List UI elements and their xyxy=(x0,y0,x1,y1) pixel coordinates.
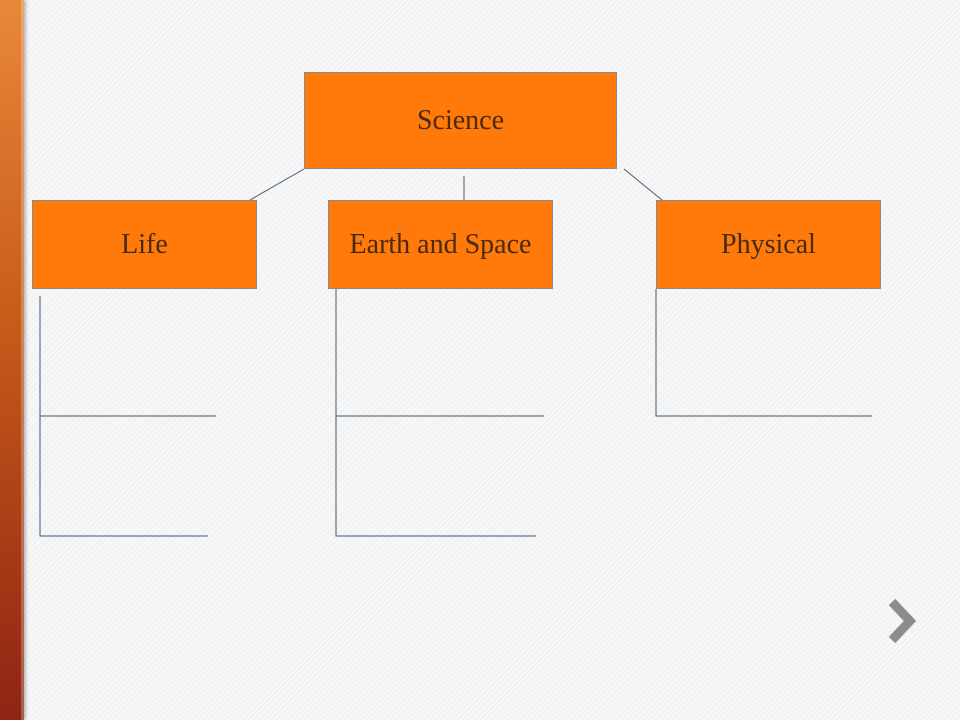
connector-root-life xyxy=(249,168,305,201)
physical-subtree-branch xyxy=(655,289,872,417)
node-science-label: Science xyxy=(416,104,505,136)
node-life-label: Life xyxy=(121,228,168,260)
node-physical-label: Physical xyxy=(721,228,816,260)
node-earth-and-space-label: Earth and Space xyxy=(349,228,532,260)
node-earth-and-space: Earth and Space xyxy=(328,200,553,289)
node-physical: Physical xyxy=(656,200,881,289)
connector-root-physical xyxy=(623,168,663,201)
chevron-right-icon[interactable] xyxy=(884,596,924,646)
node-science: Science xyxy=(304,72,617,169)
accent-side-bar xyxy=(0,0,24,720)
earth-subtree-branch xyxy=(335,289,536,537)
node-life: Life xyxy=(32,200,257,289)
life-subtree-branch xyxy=(39,296,208,537)
